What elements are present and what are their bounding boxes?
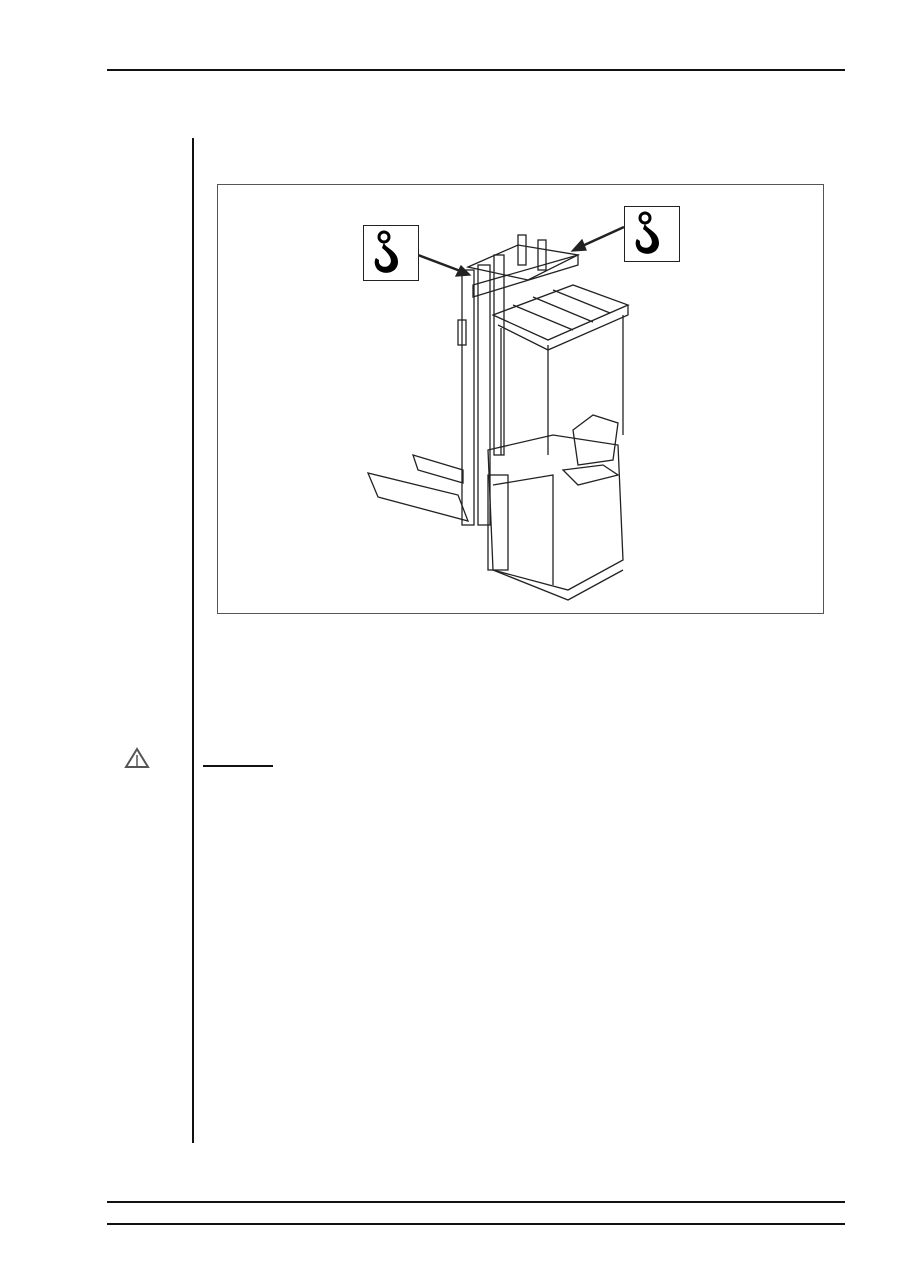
lifting-points-figure: [217, 184, 824, 614]
warning-triangle-icon: [124, 747, 150, 768]
crane-hook-icon: [635, 211, 659, 254]
forklift-illustration: [366, 225, 630, 601]
heading-underline: [203, 765, 273, 767]
lifting-point-marker-right: [624, 206, 680, 262]
crane-hook-icon: [374, 230, 398, 273]
margin-bar: [192, 138, 194, 1143]
footer-rule-top: [107, 1201, 845, 1203]
footer-rule-bottom: [107, 1223, 845, 1225]
lifting-point-marker-left: [363, 225, 419, 281]
header-rule: [107, 69, 845, 71]
